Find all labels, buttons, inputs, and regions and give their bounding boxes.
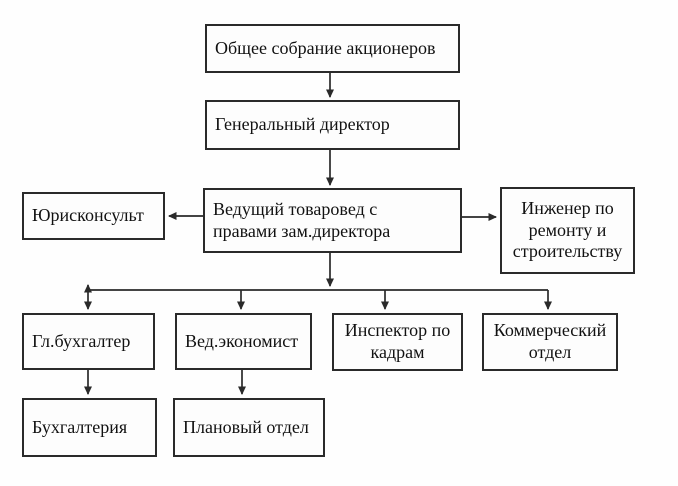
org-box-label: Вед.экономист xyxy=(185,330,299,351)
org-box-label: Инспектор по xyxy=(344,320,451,341)
org-box-label: Коммерческий xyxy=(493,320,607,341)
org-box-chief-accountant: Гл.бухгалтер xyxy=(22,313,155,370)
org-box-lead-merchandiser: Ведущий товаровед с правами зам.директор… xyxy=(203,188,462,253)
org-box-label: Юрисконсульт xyxy=(32,205,144,226)
org-box-label: строительству xyxy=(512,241,623,262)
org-box-planning-dept: Плановый отдел xyxy=(173,398,325,457)
org-box-general-director: Генеральный директор xyxy=(205,100,460,150)
org-box-label: правами зам.директора xyxy=(213,220,391,241)
org-box-label: ремонту и xyxy=(528,219,607,240)
org-box-repair-engineer: Инженер по ремонту и строительству xyxy=(500,187,635,274)
org-box-label: Ведущий товаровед с xyxy=(213,198,378,219)
org-box-accounting: Бухгалтерия xyxy=(22,398,157,457)
org-box-label: Гл.бухгалтер xyxy=(32,330,131,351)
org-box-hr-inspector: Инспектор по кадрам xyxy=(332,313,463,371)
org-box-label: Инженер по xyxy=(521,197,614,218)
org-box-legal-counsel: Юрисконсульт xyxy=(22,192,165,240)
org-box-general-meeting: Общее собрание акционеров xyxy=(205,24,460,73)
org-box-label: кадрам xyxy=(370,342,425,362)
org-box-label: Плановый отдел xyxy=(183,416,309,437)
org-box-label: Общее собрание акционеров xyxy=(215,37,436,58)
org-box-label: Генеральный директор xyxy=(215,114,390,135)
org-box-label: отдел xyxy=(528,342,572,362)
org-box-commercial-dept: Коммерческий отдел xyxy=(482,313,618,371)
org-box-label: Бухгалтерия xyxy=(32,416,128,437)
org-box-lead-economist: Вед.экономист xyxy=(175,313,312,370)
